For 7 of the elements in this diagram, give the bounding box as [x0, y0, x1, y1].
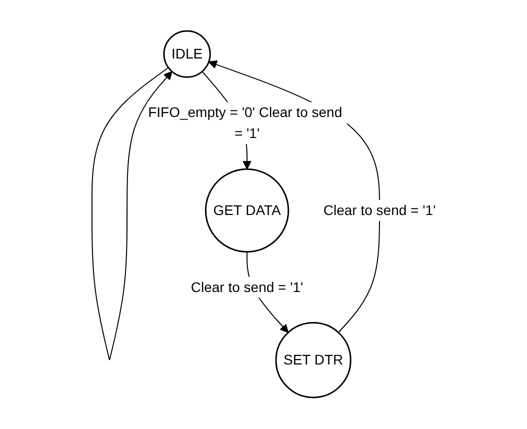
arrow	[91, 67, 172, 361]
node-circle: GET DATA	[204, 168, 289, 253]
node-circle: SET DTR	[274, 322, 351, 398]
edge-label: FIFO_empty = '0' Clear to send = '1'	[148, 104, 342, 142]
node-circle: IDLE	[162, 30, 210, 78]
edge-label: Clear to send = '1'	[323, 202, 436, 218]
edge-label: Clear to send = '1'	[190, 279, 303, 296]
